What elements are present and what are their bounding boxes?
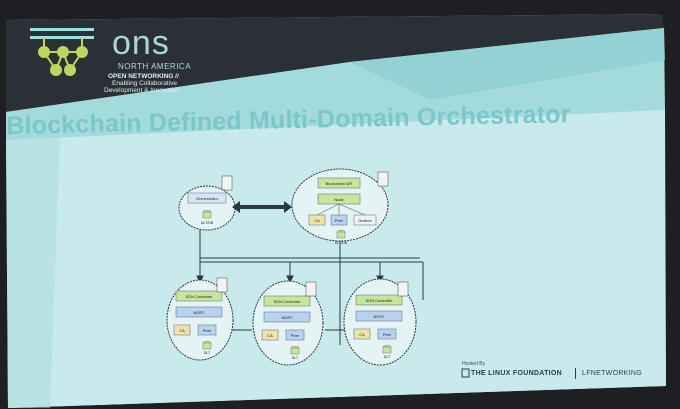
ca-box (173, 324, 191, 336)
blockchain-api-label: Blockchain API (326, 181, 353, 186)
ca-box (261, 329, 279, 341)
sdn-domain-1: SDN Controller NGP2 CA Peer DLT (166, 277, 234, 361)
orderer-label: Orderer (358, 218, 372, 223)
ngp2-box (263, 311, 311, 323)
ca-label: CA (267, 333, 273, 338)
ca-label: CA (359, 332, 365, 337)
linux-foundation-label: THE LINUX FOUNDATION (471, 370, 563, 377)
sdn-controller-box (263, 295, 311, 307)
domain-db-label: DLT (384, 355, 391, 359)
blockchain-api-box (317, 177, 361, 189)
node-label: Node (334, 197, 344, 202)
logo-tagline-1: OPEN NETWORKING // (108, 73, 179, 80)
peer-label: Peer (291, 333, 300, 338)
ca-box (353, 328, 371, 340)
sdn-controller-label: SDN Controller (274, 299, 302, 304)
orchestrator-cloud: Orchestrator DLT/DB (178, 175, 236, 231)
logo-name: ons (112, 24, 170, 62)
double-arrow (232, 201, 292, 213)
blockchain-db-label: DLT/DB (335, 241, 348, 245)
ca-label: CA (179, 328, 185, 333)
sdn-controller-box (175, 290, 223, 302)
ngp2-label: NGP2 (374, 314, 386, 319)
logo-tagline-2: Enabling Collaborative (112, 80, 178, 87)
lf-networking-label: LFNETWORKING (582, 370, 642, 377)
domain-db-label: DLT (292, 356, 299, 360)
peer-label: Peer (203, 328, 212, 333)
orchestrator-box (187, 192, 227, 204)
sdn-controller-label: SDN Controller (366, 298, 394, 303)
orchestrator-db-label: DLT/DB (201, 221, 214, 225)
peer-label: Peer (335, 218, 344, 223)
sdn-controller-label: SDN Controller (186, 294, 214, 299)
server-icon (305, 281, 317, 297)
sdn-domain-2: SDN Controller NGP2 CA Peer DLT (252, 280, 324, 366)
server-icon (216, 277, 228, 293)
domain-db-label: DLT (204, 351, 211, 355)
orchestrator-label: Orchestrator (196, 196, 219, 201)
peer-box (197, 324, 217, 336)
ngp2-label: NGP2 (194, 310, 206, 315)
server-icon (377, 171, 389, 187)
server-icon (221, 175, 233, 191)
peer-box (377, 328, 397, 340)
ngp2-box (175, 306, 223, 318)
logo-tagline-3: Development & Innovation (104, 87, 181, 94)
ca-label: CA (314, 218, 320, 223)
linux-foundation-logo-icon (461, 368, 470, 378)
blockchain-cloud: Blockchain API Node CA Peer Orderer DLT/… (291, 168, 389, 245)
ngp2-label: NGP2 (282, 315, 294, 320)
hosted-by-label: Hosted By (462, 361, 486, 367)
server-icon (397, 281, 409, 297)
sdn-controller-box (355, 294, 403, 306)
ons-logo-icon (30, 28, 94, 76)
peer-label: Peer (383, 332, 392, 337)
footer-divider (575, 368, 576, 379)
peer-box (285, 329, 305, 341)
sdn-domain-3: SDN Controller NGP2 CA Peer DLT (343, 278, 417, 366)
logo-region: NORTH AMERICA (118, 62, 192, 71)
ngp2-box (355, 310, 403, 322)
